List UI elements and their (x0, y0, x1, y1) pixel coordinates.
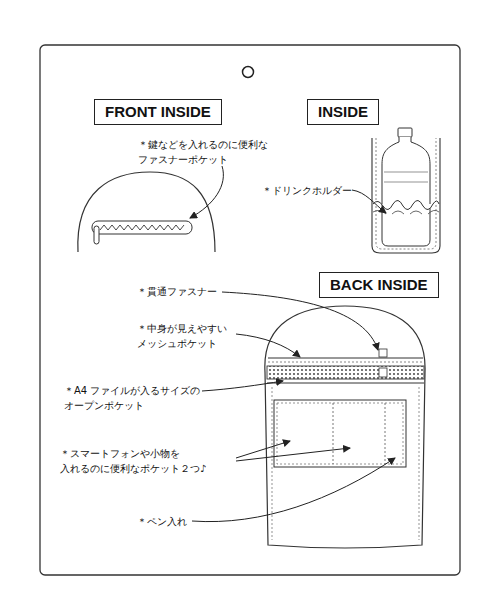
elastic-gather (373, 200, 439, 209)
section-heading: FRONT INSIDE (105, 103, 211, 120)
bottle (382, 137, 430, 246)
holder-panel (372, 138, 440, 253)
section-heading: BACK INSIDE (330, 276, 428, 293)
through-zipper (268, 358, 423, 359)
backpack-outline (265, 306, 425, 548)
leader-arrows (190, 166, 395, 522)
hang-hole (243, 67, 254, 78)
zipper-pocket (92, 221, 192, 234)
bottle-cap (398, 128, 412, 137)
section-heading-box: BACK INSIDE (319, 272, 439, 298)
small-pockets (274, 400, 406, 467)
holder-stitch (376, 138, 436, 249)
zipper-pull (94, 226, 99, 244)
section-heading-box: INSIDE (307, 99, 379, 125)
section-heading: INSIDE (318, 103, 368, 120)
callout-note: ＊ペン入れ (137, 515, 197, 530)
section-heading-box: FRONT INSIDE (94, 99, 222, 125)
logo-mark (379, 368, 387, 377)
callout-note: ＊中身が見えやすい メッシュポケット (137, 322, 233, 351)
logo-mark (379, 349, 387, 357)
pen-slot (385, 403, 386, 464)
mesh-pocket (267, 366, 424, 379)
callout-note: ＊貫通ファスナー (137, 285, 227, 300)
front-bag-outline (78, 172, 215, 252)
zipper-teeth (100, 225, 184, 230)
callout-note: ＊ドリンクホルダー (262, 184, 362, 199)
callout-note: ＊鍵などを入れるのに便利な ファスナーポケット (138, 138, 274, 167)
callout-note: ＊A4 ファイルが入るサイズの オープンポケット (64, 384, 206, 413)
callout-note: ＊スマートフォンや小物を 入れるのに便利なポケット２つ♪ (60, 447, 216, 476)
open-pocket-edge (267, 383, 424, 384)
card-outline (40, 45, 460, 575)
